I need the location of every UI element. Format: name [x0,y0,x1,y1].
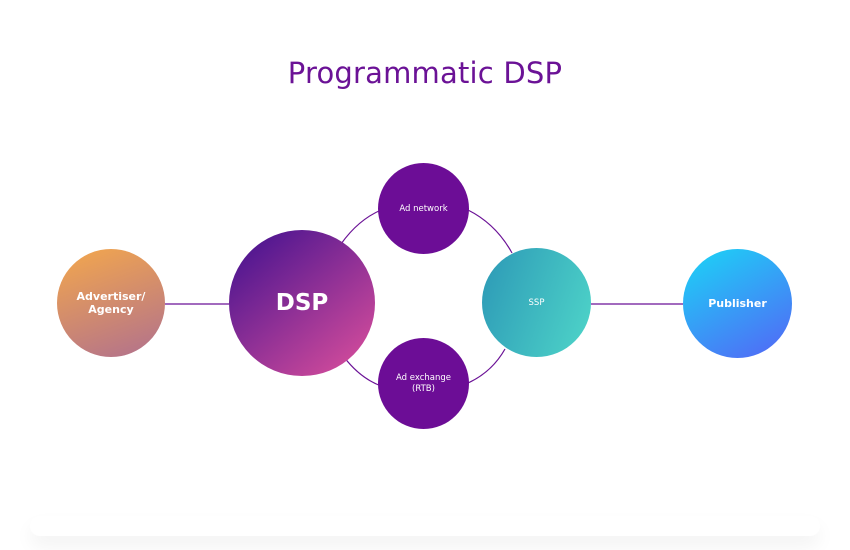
edge-dsp-adnetwork [340,209,382,245]
page-title: Programmatic DSP [287,56,563,90]
edge-adexchange-ssp [467,348,506,384]
ad-network-node: Ad network [378,163,469,254]
edge-adnetwork-ssp [467,209,513,254]
edge-dsp-adexchange [343,356,382,387]
dsp-label: DSP [275,290,329,316]
publisher-label: Publisher [708,297,767,310]
dsp-node: DSP [229,230,375,376]
advertiser-agency-node: Advertiser/ Agency [57,249,165,357]
ssp-node: SSP [482,248,591,357]
ad-network-label: Ad network [399,203,448,214]
publisher-node: Publisher [683,249,792,358]
ad-exchange-label: Ad exchange (RTB) [395,372,451,394]
advertiser-agency-label: Advertiser/ Agency [76,290,146,316]
ad-exchange-node: Ad exchange (RTB) [378,338,469,429]
ssp-label: SSP [528,297,545,308]
